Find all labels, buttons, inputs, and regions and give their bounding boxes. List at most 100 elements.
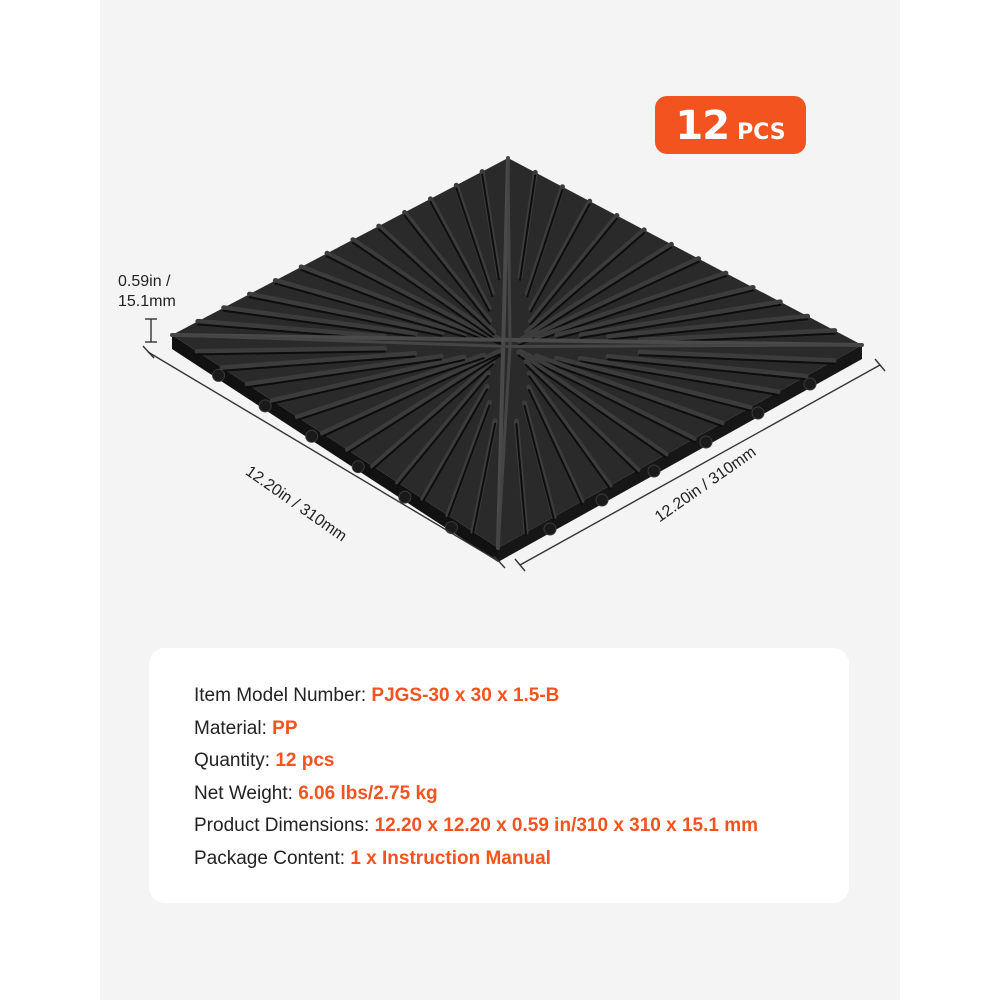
grate-rib [577, 355, 781, 395]
grate-rib-shadow [246, 358, 443, 389]
spec-label: Package Content: [194, 847, 351, 869]
grate-rib-shadow [527, 389, 583, 506]
spec-row-quantity: Quantity: 12 pcs [194, 745, 849, 778]
grate-rib [319, 348, 503, 436]
grate-rib [523, 359, 641, 473]
spec-row-dimensions: Product Dimensions: 12.20 x 12.20 x 0.59… [194, 810, 849, 843]
edge-connector-knob [647, 464, 661, 478]
grate-rib [517, 256, 702, 345]
grate-rib-shadow [529, 203, 591, 313]
edge-connector-knob [351, 460, 365, 474]
grate-divider [496, 156, 510, 550]
grate-rib-shadow [579, 360, 779, 396]
spec-label: Item Model Number: [194, 685, 372, 706]
grate-rib-shadow [525, 231, 646, 337]
grate-rib [528, 198, 593, 311]
grate-rib [376, 223, 497, 335]
grate-rib [637, 349, 837, 364]
grate-rib-shadow [351, 241, 503, 345]
grate-divider [170, 333, 864, 347]
grate-rib [272, 278, 468, 337]
grate-rib [526, 370, 613, 489]
grate-rib-shadow [403, 214, 491, 325]
grate-rib-shadow [523, 404, 555, 521]
spec-value: 6.06 lbs/2.75 kg [298, 782, 438, 804]
width-right-line [519, 364, 881, 566]
grate-rib [528, 213, 620, 324]
spec-value: 12 pcs [275, 750, 335, 771]
grate-rib [244, 353, 444, 387]
grate-rib [194, 345, 388, 354]
grate-rib-shadow [535, 275, 727, 342]
spec-row-weight: Net Weight: 6.06 lbs/2.75 kg [194, 778, 849, 811]
grate-rib [534, 270, 729, 340]
grate-rib [298, 264, 487, 340]
grate-rib [516, 241, 674, 344]
grate-rib [526, 384, 585, 504]
width-right-tick-b [874, 358, 886, 372]
grate-diagonal [170, 333, 512, 348]
grate-rib-shadow [196, 350, 386, 356]
edge-connector-knob [595, 493, 609, 507]
edge-connector-knob [398, 490, 412, 504]
grate-rib-shadow [377, 228, 495, 336]
width-left-tick-b [493, 555, 506, 569]
grate-rib [553, 355, 753, 410]
grate-rib-shadow [346, 354, 503, 454]
grate-rib [420, 383, 490, 502]
grate-rib-shadow [271, 358, 466, 405]
floor-tile-image [170, 156, 864, 562]
width-left-line [147, 351, 501, 563]
grate-rib-shadow [526, 188, 564, 298]
grate-rib [345, 349, 504, 453]
grate-rib [350, 237, 504, 344]
spec-value: PJGS-30 x 30 x 1.5-B [371, 685, 560, 706]
spec-value: 1 x Instruction Manual [350, 847, 551, 869]
grate-rib-shadow [296, 357, 485, 421]
grate-rib-shadow [579, 303, 782, 339]
grate-rib-shadow [607, 358, 807, 381]
grate-rib-shadow [248, 296, 443, 337]
grate-rib [221, 305, 418, 337]
grate-rib-shadow [274, 282, 466, 338]
grate-rib [370, 358, 496, 469]
grate-rib-shadow [524, 363, 639, 474]
grate-rib [195, 318, 388, 339]
dimension-lines [142, 318, 886, 572]
grate-rib [578, 299, 783, 338]
grate-rib-shadow [429, 200, 491, 312]
grate-diagonal [508, 343, 864, 348]
grate-rib [395, 370, 491, 485]
grate-rib-shadow [481, 173, 500, 281]
grate-rib [554, 284, 756, 338]
width-left-tick-a [142, 345, 155, 359]
grate-rib-shadow [471, 422, 497, 536]
spec-label: Product Dimensions: [194, 815, 375, 836]
spec-row-material: Material: PP [194, 713, 849, 746]
spec-label: Material: [194, 717, 273, 739]
grate-rib-shadow [555, 289, 755, 340]
edge-connector-knob [803, 377, 817, 391]
grate-rib-shadow [519, 353, 695, 443]
spec-row-model: Item Model Number: PJGS-30 x 30 x 1.5-B [194, 680, 849, 713]
grate-rib-shadow [222, 309, 417, 338]
grate-rib-shadow [321, 353, 501, 438]
edge-connector-knob [444, 521, 458, 535]
grate-rib [294, 352, 487, 420]
grate-rib [427, 196, 492, 311]
grate-rib-shadow [517, 354, 667, 459]
grate-rib-shadow [221, 355, 416, 372]
grate-rib-shadow [326, 255, 502, 346]
grate-rib [533, 353, 725, 426]
height-label-line2: 15.1mm [118, 293, 176, 310]
grate-rib-shadow [371, 363, 494, 471]
edge-connector-knob [699, 435, 713, 449]
edge-connector-knob [751, 406, 765, 420]
grate-rib-shadow [528, 375, 611, 490]
grate-rib [269, 354, 467, 404]
grate-rib-shadow [519, 174, 537, 281]
grate-rib [516, 349, 669, 457]
grate-rib [606, 313, 811, 339]
grate-rib-shadow [555, 360, 751, 412]
spec-label: Quantity: [194, 750, 276, 771]
